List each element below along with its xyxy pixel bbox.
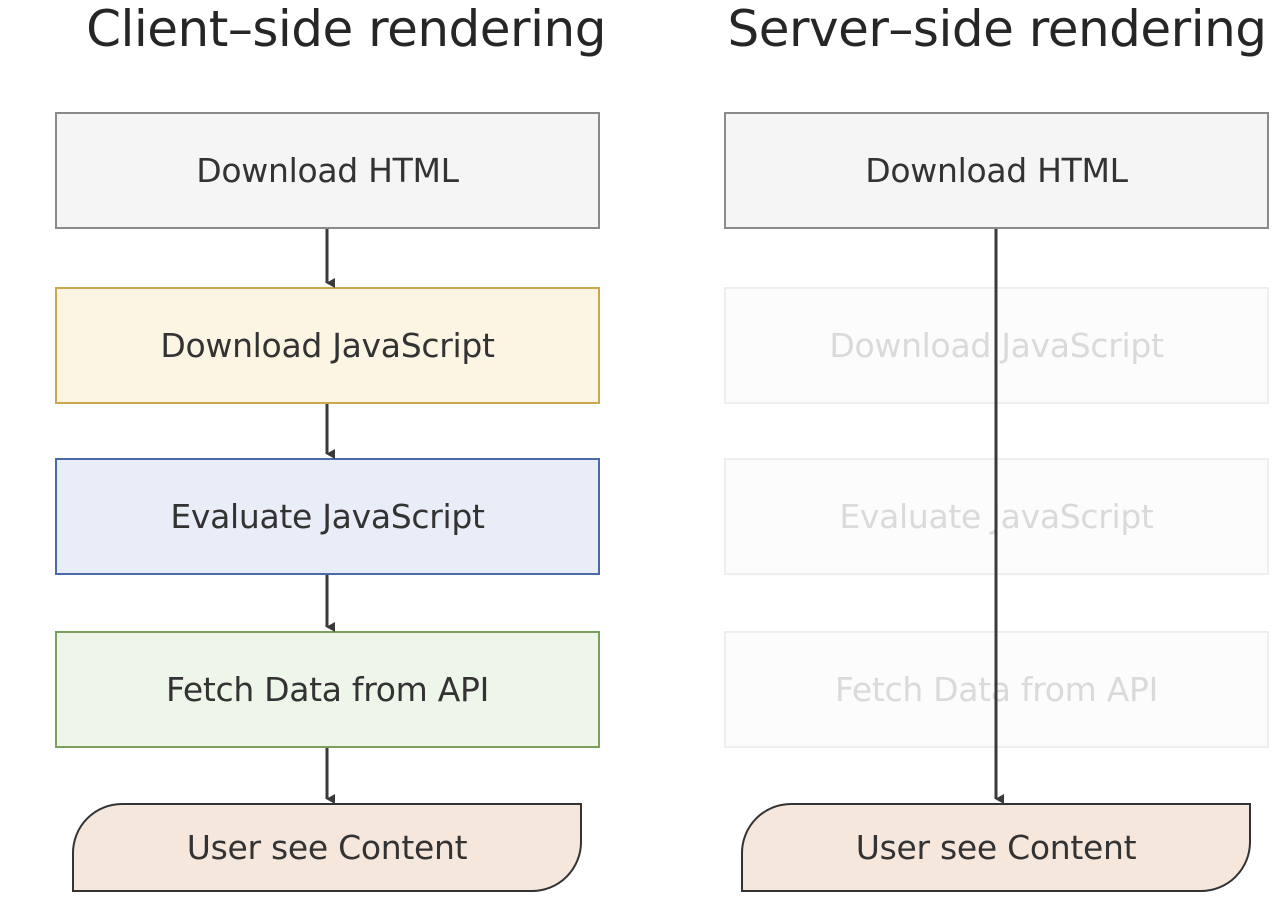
client-download-html-step: Download HTML	[55, 112, 600, 229]
server-fetch-data-step-faded: Fetch Data from API	[724, 631, 1269, 748]
server-user-see-content-step: User see Content	[741, 803, 1251, 892]
server-download-javascript-step-faded: Download JavaScript	[724, 287, 1269, 404]
server-evaluate-javascript-step-faded: Evaluate JavaScript	[724, 458, 1269, 575]
server-side-title: Server–side rendering	[727, 0, 1267, 58]
client-fetch-data-step: Fetch Data from API	[55, 631, 600, 748]
client-download-javascript-step: Download JavaScript	[55, 287, 600, 404]
client-side-title: Client–side rendering	[86, 0, 606, 58]
client-evaluate-javascript-step: Evaluate JavaScript	[55, 458, 600, 575]
client-user-see-content-step: User see Content	[72, 803, 582, 892]
server-download-html-step: Download HTML	[724, 112, 1269, 229]
